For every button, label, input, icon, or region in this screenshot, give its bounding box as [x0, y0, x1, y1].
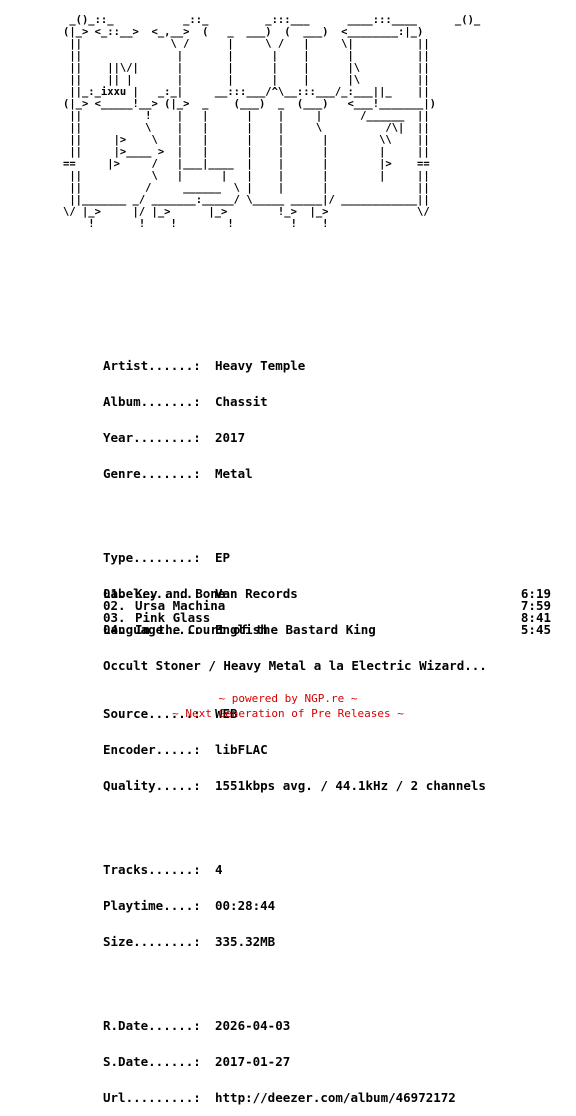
- info-value: Metal: [215, 466, 253, 481]
- info-value: libFLAC: [215, 742, 268, 757]
- info-row-language: Language....: English: [103, 622, 486, 637]
- track-duration: 7:59: [520, 598, 551, 613]
- release-info: Artist......: Heavy Temple Album.......:…: [103, 324, 486, 1116]
- ascii-logo-art: _()_::_ _::_ _:::___ ____:::____ _()_ (|…: [63, 14, 481, 230]
- release-description: Occult Stoner / Heavy Metal a la Electri…: [103, 658, 487, 673]
- track-number: 03.: [103, 610, 126, 625]
- track-title: Ursa Machina: [135, 598, 226, 613]
- track-row: 01. Key and Bone 6:19: [103, 586, 551, 601]
- track-title: Pink Glass: [135, 610, 211, 625]
- info-label: Year........:: [103, 430, 201, 445]
- info-label: S.Date......:: [103, 1054, 201, 1069]
- track-row: 03. Pink Glass 8:41: [103, 610, 551, 625]
- info-label: Url.........:: [103, 1090, 201, 1105]
- footer-powered-by: ~ powered by NGP.re ~: [218, 692, 358, 705]
- track-duration: 6:19: [520, 586, 551, 601]
- track-number: 04.: [103, 622, 126, 637]
- info-value: English: [215, 622, 268, 637]
- info-label: R.Date......:: [103, 1018, 201, 1033]
- track-number: 02.: [103, 598, 126, 613]
- info-label: Playtime....:: [103, 898, 201, 913]
- info-row-label: Label.......: Van Records: [103, 586, 486, 601]
- info-value: 335.32MB: [215, 934, 276, 949]
- info-label: Artist......:: [103, 358, 201, 373]
- track-duration: 8:41: [520, 610, 551, 625]
- track-row: 02. Ursa Machina 7:59: [103, 598, 551, 613]
- info-label: Size........:: [103, 934, 201, 949]
- info-value: 2017-01-27: [215, 1054, 291, 1069]
- info-row-year: Year........: 2017: [103, 430, 486, 445]
- info-row-store-date: S.Date......: 2017-01-27: [103, 1054, 486, 1069]
- info-row-quality: Quality.....: 1551kbps avg. / 44.1kHz / …: [103, 778, 486, 793]
- info-label: Tracks......:: [103, 862, 201, 877]
- info-label: Type........:: [103, 550, 201, 565]
- track-title: In the Court of the Bastard King: [135, 622, 376, 637]
- info-label: Quality.....:: [103, 778, 201, 793]
- track-duration: 5:45: [520, 622, 551, 637]
- info-row-album: Album.......: Chassit: [103, 394, 486, 409]
- info-value: WEB: [215, 706, 238, 721]
- info-row-size: Size........: 335.32MB: [103, 934, 486, 949]
- track-title: Key and Bone: [135, 586, 226, 601]
- info-value: 1551kbps avg. / 44.1kHz / 2 channels: [215, 778, 486, 793]
- track-number: 01.: [103, 586, 126, 601]
- info-value: Heavy Temple: [215, 358, 306, 373]
- info-row-encoder: Encoder.....: libFLAC: [103, 742, 486, 757]
- info-row-tracks: Tracks......: 4: [103, 862, 486, 877]
- info-row-artist: Artist......: Heavy Temple: [103, 358, 486, 373]
- info-label: Language....:: [103, 622, 201, 637]
- info-value: 2017: [215, 430, 246, 445]
- info-row-playtime: Playtime....: 00:28:44: [103, 898, 486, 913]
- info-value: Van Records: [215, 586, 298, 601]
- info-row-url: Url.........: http://deezer.com/album/46…: [103, 1090, 486, 1105]
- info-row-type: Type........: EP: [103, 550, 486, 565]
- info-label: Genre.......:: [103, 466, 201, 481]
- info-value: 00:28:44: [215, 898, 276, 913]
- track-row: 04. In the Court of the Bastard King 5:4…: [103, 622, 551, 637]
- info-row-source: Source......: WEB: [103, 706, 486, 721]
- footer-tagline: ~ Next Generation of Pre Releases ~: [172, 707, 404, 720]
- info-value: EP: [215, 550, 231, 565]
- info-label: Encoder.....:: [103, 742, 201, 757]
- info-value: 2026-04-03: [215, 1018, 291, 1033]
- info-value: 4: [215, 862, 223, 877]
- info-value: Chassit: [215, 394, 268, 409]
- info-value: http://deezer.com/album/46972172: [215, 1090, 456, 1105]
- info-label: Album.......:: [103, 394, 201, 409]
- info-row-release-date: R.Date......: 2026-04-03: [103, 1018, 486, 1033]
- info-row-genre: Genre.......: Metal: [103, 466, 486, 481]
- info-label: Source......:: [103, 706, 201, 721]
- tracklist: 01. Key and Bone 6:19 02. Ursa Machina 7…: [103, 586, 551, 637]
- info-label: Label.......:: [103, 586, 201, 601]
